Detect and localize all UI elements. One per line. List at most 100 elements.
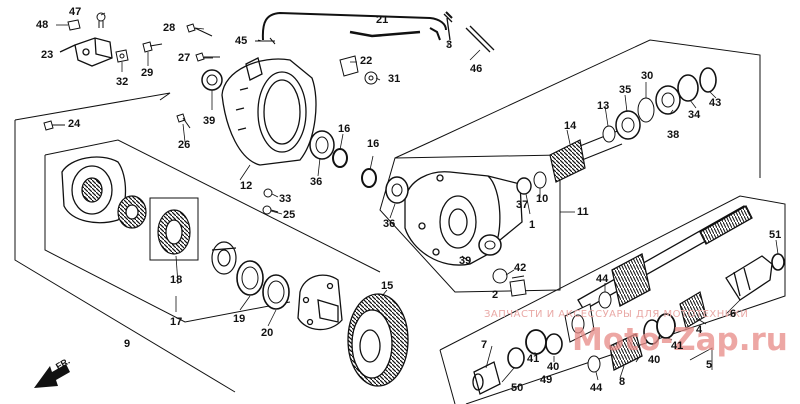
callout-30: 30	[641, 70, 654, 82]
washer-42	[492, 268, 508, 284]
callout-35: 35	[619, 84, 632, 96]
seal-16b	[361, 168, 377, 188]
callout-29: 29	[141, 67, 154, 79]
ring-gear-15	[347, 293, 409, 387]
bolt-27	[195, 52, 220, 62]
callout-49: 49	[540, 374, 553, 386]
callout-37: 37	[516, 199, 529, 211]
gear-small	[117, 195, 147, 229]
callout-12: 12	[240, 180, 253, 192]
callout-8: 8	[619, 376, 626, 388]
bearing-38	[655, 85, 681, 115]
plug-2	[509, 275, 527, 297]
seal-34	[677, 74, 699, 102]
bolt-47	[96, 12, 106, 28]
callout-18: 18	[170, 274, 183, 286]
ring-50	[507, 347, 525, 369]
callout-13: 13	[597, 100, 610, 112]
callout-34: 34	[688, 109, 701, 121]
nut-32	[115, 49, 129, 63]
cam-18	[157, 209, 191, 255]
ring-51	[771, 253, 785, 271]
callout-46: 46	[470, 63, 483, 75]
bushing-22	[339, 55, 359, 77]
callout-24: 24	[68, 118, 81, 130]
seal-16a	[332, 148, 348, 168]
ring-43	[699, 67, 717, 93]
bolt-25	[262, 205, 279, 215]
callout-51: 51	[769, 229, 782, 241]
watermark-caption: ЗАПЧАСТИ И АКСЕССУАРЫ ДЛЯ МОТОТЕХНИКИ	[484, 309, 749, 320]
bolt-29	[142, 41, 163, 53]
collar-upper	[564, 303, 595, 343]
bearing-39a	[201, 69, 223, 91]
callout-17: 17	[170, 316, 183, 328]
callout-21: 21	[376, 14, 389, 26]
callout-40a: 40	[547, 361, 560, 373]
callout-3: 3	[446, 39, 453, 51]
callout-26: 26	[178, 139, 191, 151]
nut-13	[602, 125, 616, 143]
callout-1: 1	[529, 219, 536, 231]
ring-37	[516, 177, 532, 195]
cable-21	[261, 11, 453, 41]
bracket-23	[59, 37, 113, 67]
collar-8	[609, 333, 643, 371]
group-outline-11	[379, 154, 561, 293]
shim-20	[262, 274, 290, 310]
callout-33: 33	[279, 193, 292, 205]
bearing-36b	[385, 176, 409, 204]
bolt-45	[255, 37, 276, 45]
callout-32: 32	[116, 76, 129, 88]
drive-shaft	[577, 205, 753, 311]
callout-9: 9	[124, 338, 131, 350]
seal-41a	[525, 329, 547, 355]
callout-16a: 16	[338, 123, 351, 135]
callout-44b: 44	[590, 382, 603, 394]
shim-30	[637, 97, 655, 123]
callout-45: 45	[235, 35, 248, 47]
ring-10	[533, 171, 547, 189]
group-outline-17	[44, 139, 381, 323]
front-arrow-icon	[34, 364, 70, 388]
callout-15: 15	[381, 280, 394, 292]
bearing-35	[615, 110, 641, 140]
callout-41b: 41	[671, 340, 684, 352]
callout-7: 7	[481, 339, 488, 351]
bolt-26	[176, 113, 191, 129]
nut-48	[67, 19, 81, 31]
callout-44a: 44	[596, 273, 609, 285]
group-outline-5	[439, 195, 786, 404]
bearing-holder	[211, 241, 237, 275]
shim-19	[236, 260, 264, 296]
washer-33	[263, 188, 273, 198]
callout-43: 43	[709, 97, 722, 109]
callout-27: 27	[178, 52, 191, 64]
ring-44b	[587, 355, 601, 373]
bearing-36a	[309, 130, 335, 160]
seal-41b	[656, 313, 676, 339]
rod-46	[465, 25, 495, 53]
nut-31	[364, 71, 378, 85]
group-outline-9	[14, 92, 236, 393]
callout-5: 5	[706, 359, 713, 371]
callout-11: 11	[577, 206, 589, 218]
callout-39b: 39	[459, 255, 472, 267]
group-outline-upper-right	[394, 39, 761, 178]
callout-19: 19	[233, 313, 246, 325]
callout-28: 28	[163, 22, 176, 34]
callout-22: 22	[360, 55, 373, 67]
callout-47: 47	[69, 6, 82, 18]
callout-31: 31	[388, 73, 401, 85]
callout-38: 38	[667, 129, 680, 141]
pin-3	[443, 13, 453, 41]
boot-6	[725, 255, 773, 301]
callout-4: 4	[696, 324, 703, 336]
callout-41a: 41	[527, 353, 540, 365]
callout-39a: 39	[203, 115, 216, 127]
bolt-28	[186, 23, 213, 37]
callout-36b: 36	[383, 218, 396, 230]
diff-cover	[297, 274, 343, 331]
